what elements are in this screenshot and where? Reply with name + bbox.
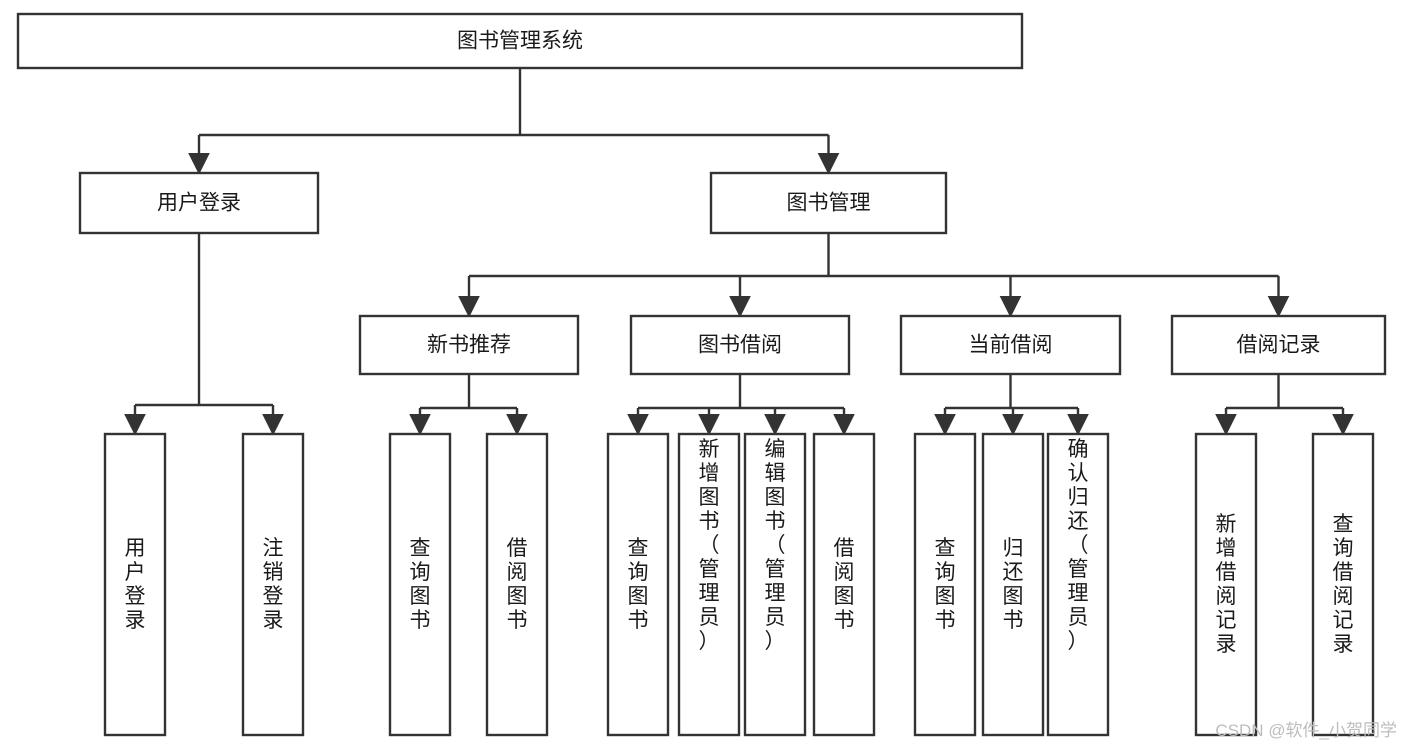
- node-new-book-recommend[interactable]: 新书推荐: [358, 314, 580, 376]
- node-leaf-confirm-return-box[interactable]: [1046, 432, 1110, 737]
- node-leaf-query-borrow-record[interactable]: 查询借阅记录: [1311, 432, 1375, 737]
- node-leaf-query-borrow-record-box[interactable]: [1311, 432, 1375, 737]
- node-current-borrow-label: 当前借阅: [969, 334, 1053, 357]
- node-leaf-user-login-label: 用户登录: [125, 537, 146, 632]
- node-new-book-recommend-label: 新书推荐: [427, 334, 511, 357]
- node-book-management-label: 图书管理: [787, 192, 871, 215]
- node-leaf-query-book-current-label: 查询图书: [935, 537, 956, 632]
- node-borrow-record-label: 借阅记录: [1237, 334, 1321, 357]
- node-leaf-user-login-box[interactable]: [103, 432, 167, 737]
- node-leaf-logout[interactable]: 注销登录: [241, 432, 305, 737]
- node-root-root[interactable]: 图书管理系统: [16, 12, 1024, 70]
- node-book-management-box[interactable]: [709, 171, 948, 235]
- node-book-borrow-box[interactable]: [629, 314, 851, 376]
- node-leaf-query-book-borrow-box[interactable]: [606, 432, 670, 737]
- node-leaf-borrow-book-recommend-box[interactable]: [485, 432, 549, 737]
- node-leaf-return-book-box[interactable]: [981, 432, 1045, 737]
- node-leaf-query-book-borrow-label: 查询图书: [628, 537, 649, 632]
- node-leaf-query-borrow-record-label: 查询借阅记录: [1333, 513, 1354, 656]
- node-leaf-confirm-return-label: 确认归还（管理员）: [1068, 438, 1089, 653]
- node-leaf-borrow-book-recommend-label: 借阅图书: [507, 537, 528, 632]
- connector-layer: [124, 68, 1354, 436]
- node-leaf-logout-label: 注销登录: [263, 537, 284, 632]
- node-leaf-add-book-label: 新增图书（管理员）: [699, 438, 720, 653]
- node-leaf-query-book-current[interactable]: 查询图书: [913, 432, 977, 737]
- node-leaf-query-book-borrow[interactable]: 查询图书: [606, 432, 670, 737]
- node-book-borrow-label: 图书借阅: [698, 334, 782, 357]
- node-leaf-borrow-book[interactable]: 借阅图书: [812, 432, 876, 737]
- node-leaf-add-borrow-record-label: 新增借阅记录: [1216, 513, 1237, 656]
- node-leaf-query-book-current-box[interactable]: [913, 432, 977, 737]
- node-leaf-add-borrow-record-box[interactable]: [1194, 432, 1258, 737]
- node-leaf-add-borrow-record[interactable]: 新增借阅记录: [1194, 432, 1258, 737]
- node-book-borrow[interactable]: 图书借阅: [629, 314, 851, 376]
- node-leaf-edit-book-box[interactable]: [743, 432, 807, 737]
- node-leaf-confirm-return[interactable]: 确认归还（管理员）: [1046, 432, 1110, 737]
- node-root-root-box[interactable]: [16, 12, 1024, 70]
- node-leaf-borrow-book-recommend[interactable]: 借阅图书: [485, 432, 549, 737]
- node-root-root-label: 图书管理系统: [457, 30, 583, 53]
- node-leaf-query-book-recommend[interactable]: 查询图书: [388, 432, 452, 737]
- node-new-book-recommend-box[interactable]: [358, 314, 580, 376]
- node-leaf-return-book-label: 归还图书: [1003, 537, 1024, 632]
- node-leaf-edit-book-label: 编辑图书（管理员）: [765, 438, 786, 653]
- node-leaf-query-book-recommend-label: 查询图书: [410, 537, 431, 632]
- node-leaf-return-book[interactable]: 归还图书: [981, 432, 1045, 737]
- node-user-login[interactable]: 用户登录: [78, 171, 320, 235]
- node-user-login-box[interactable]: [78, 171, 320, 235]
- node-current-borrow[interactable]: 当前借阅: [899, 314, 1122, 376]
- node-borrow-record[interactable]: 借阅记录: [1170, 314, 1387, 376]
- node-book-management[interactable]: 图书管理: [709, 171, 948, 235]
- node-leaf-borrow-book-label: 借阅图书: [834, 537, 855, 632]
- node-layer: 图书管理系统用户登录图书管理新书推荐图书借阅当前借阅借阅记录用户登录注销登录查询…: [16, 12, 1387, 737]
- node-borrow-record-box[interactable]: [1170, 314, 1387, 376]
- node-leaf-query-book-recommend-box[interactable]: [388, 432, 452, 737]
- node-leaf-logout-box[interactable]: [241, 432, 305, 737]
- node-leaf-add-book[interactable]: 新增图书（管理员）: [677, 432, 741, 737]
- node-leaf-edit-book[interactable]: 编辑图书（管理员）: [743, 432, 807, 737]
- node-leaf-add-book-box[interactable]: [677, 432, 741, 737]
- node-user-login-label: 用户登录: [157, 192, 241, 215]
- node-leaf-borrow-book-box[interactable]: [812, 432, 876, 737]
- node-leaf-user-login[interactable]: 用户登录: [103, 432, 167, 737]
- node-current-borrow-box[interactable]: [899, 314, 1122, 376]
